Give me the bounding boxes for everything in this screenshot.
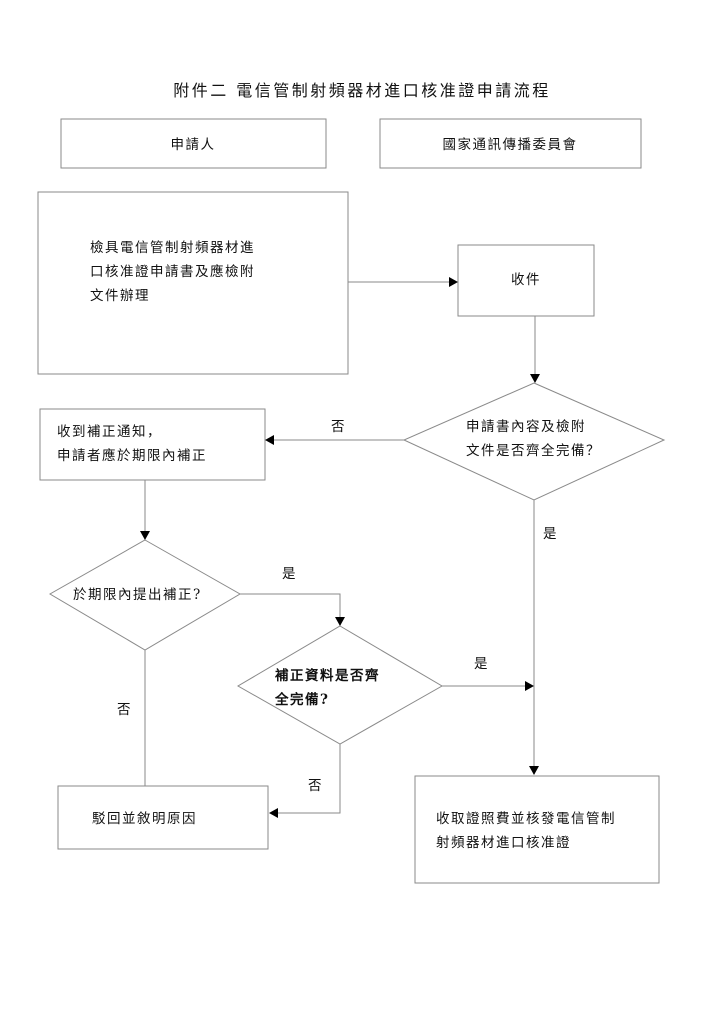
submit-line-2: 口核准證申請書及應檢附 [90,263,255,280]
arrowhead-intime [140,531,150,540]
reject-text: 駁回並敘明原因 [92,810,197,827]
label-intime-no: 否 [117,702,132,718]
check-complete-diamond [402,382,666,501]
arrowhead-corr [335,617,345,626]
submit-text: 檢具電信管制射頻器材進 口核准證申請書及應檢附 文件辦理 [90,239,261,304]
label-corr-no: 否 [308,778,323,794]
issue-line-2: 射頻器材進口核准證 [436,834,571,851]
arrowhead-issue [529,766,539,775]
notice-line-1: 收到補正通知， [57,423,162,440]
lane-ncc-label: 國家通訊傳播委員會 [443,136,578,153]
receive-text: 收件 [511,272,541,288]
submit-line-3: 文件辦理 [90,288,150,304]
issue-line-1: 收取證照費並核發電信管制 [436,810,616,827]
arrowhead-receive [449,277,458,287]
lane-header-applicant [60,118,327,169]
lane-applicant-label: 申請人 [171,137,216,153]
issue-text: 收取證照費並核發電信管制 射頻器材進口核准證 [436,810,622,851]
arrowhead-notice [265,435,274,445]
correction-complete-diamond [237,625,443,745]
check-complete-text: 申請書內容及檢附 文件是否齊全完備？ [466,418,601,459]
arrowhead-corr-yes [525,681,534,691]
check-line-1: 申請書內容及檢附 [466,418,586,435]
submit-box [37,191,349,375]
reject-box [57,785,269,850]
label-check-no: 否 [331,419,346,435]
arrowhead-check [530,374,540,383]
receive-box [457,244,595,317]
lane-header-ncc [379,118,642,169]
label-check-yes: 是 [543,526,558,542]
in-time-text: 於期限內提出補正? [73,587,202,603]
submit-line-1: 檢具電信管制射頻器材進 [90,239,255,256]
label-corr-yes: 是 [474,656,489,672]
label-intime-yes: 是 [282,566,297,582]
corr-line-2: 全完備? [274,691,329,708]
notice-line-2: 申請者應於期限內補正 [57,447,207,464]
page-title: 附件二 電信管制射頻器材進口核准證申請流程 [173,81,551,100]
issue-box [414,775,660,884]
edge-corr-no [277,744,341,814]
check-line-2: 文件是否齊全完備？ [466,442,601,459]
correction-complete-text: 補正資料是否齊 全完備? [274,667,386,708]
correction-notice-box [39,408,266,481]
correction-notice-text: 收到補正通知， 申請者應於期限內補正 [57,423,207,464]
edge-intime-yes [240,593,341,617]
corr-line-1: 補正資料是否齊 [274,667,380,684]
arrowhead-reject [269,808,278,818]
